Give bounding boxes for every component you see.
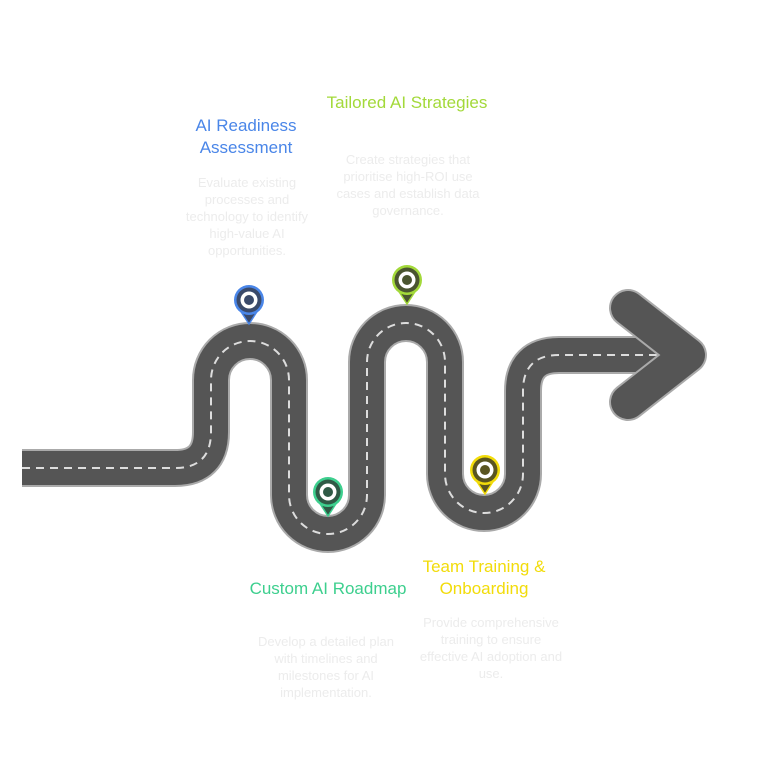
location-pin-icon <box>234 285 264 326</box>
location-pin-icon <box>313 477 343 518</box>
road <box>22 289 707 553</box>
step-1-description: Evaluate existing processes and technolo… <box>185 175 309 258</box>
step-2-description: Develop a detailed plan with timelines a… <box>258 634 394 700</box>
location-pin-icon <box>470 455 500 496</box>
step-2-title: Custom AI Roadmap <box>249 579 407 598</box>
step-3-description: Create strategies that prioritise high-R… <box>336 152 480 218</box>
step-4-title: Team Training & Onboarding <box>422 557 546 598</box>
step-4-description: Provide comprehensive training to ensure… <box>419 615 563 681</box>
location-pin-icon <box>392 265 422 306</box>
step-3-title: Tailored AI Strategies <box>326 93 488 112</box>
step-1-title: AI Readiness Assessment <box>195 116 297 157</box>
